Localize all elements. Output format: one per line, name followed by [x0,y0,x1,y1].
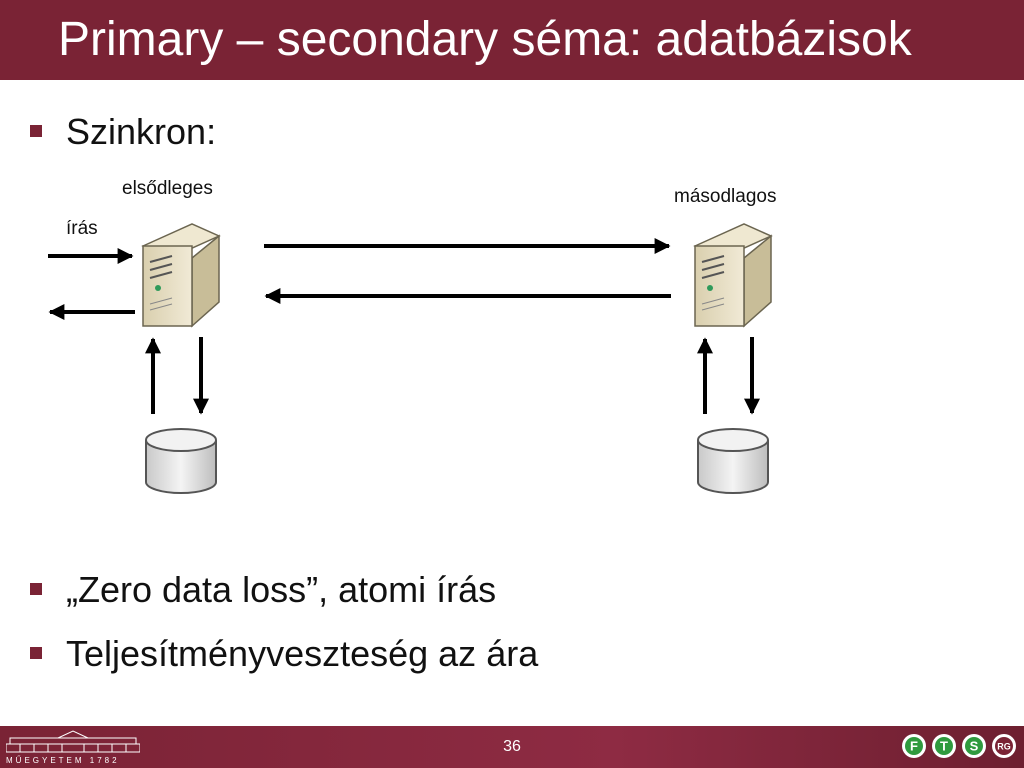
bullet-text: Teljesítményveszteség az ára [66,633,539,674]
title-bar: Primary – secondary séma: adatbázisok [0,0,1024,80]
logo-letter-s: S [970,739,979,754]
bullet-marker [30,125,42,137]
slide-title: Primary – secondary séma: adatbázisok [58,13,912,66]
ftsrg-rg-logo-icon: RG [992,734,1016,758]
footer-bar: MŰEGYETEM 1782 36 F T S RG [0,726,1024,768]
university-building-logo [6,730,140,753]
secondary-database-icon [697,428,769,494]
secondary-server-icon [693,223,773,328]
ftsrg-f-logo-icon: F [902,734,926,758]
department-logos: F T S RG [902,734,1016,758]
primary-server-icon [141,223,221,328]
primary-database-icon [145,428,217,494]
ftsrg-s-logo-icon: S [962,734,986,758]
primary-label: elsődleges [122,178,213,199]
logo-letters-rg: RG [997,742,1011,752]
bullet-text: „Zero data loss”, atomi írás [66,569,497,610]
university-text: MŰEGYETEM 1782 [6,756,120,765]
page-number: 36 [503,738,521,755]
secondary-label: másodlagos [674,186,777,207]
logo-letter-f: F [910,739,918,754]
bullet-text: Szinkron: [66,111,217,152]
bullet-marker [30,647,42,659]
ftsrg-t-logo-icon: T [932,734,956,758]
bullet-marker [30,583,42,595]
replication-diagram [48,223,773,494]
write-label: írás [66,218,98,239]
logo-letter-t: T [940,739,948,754]
